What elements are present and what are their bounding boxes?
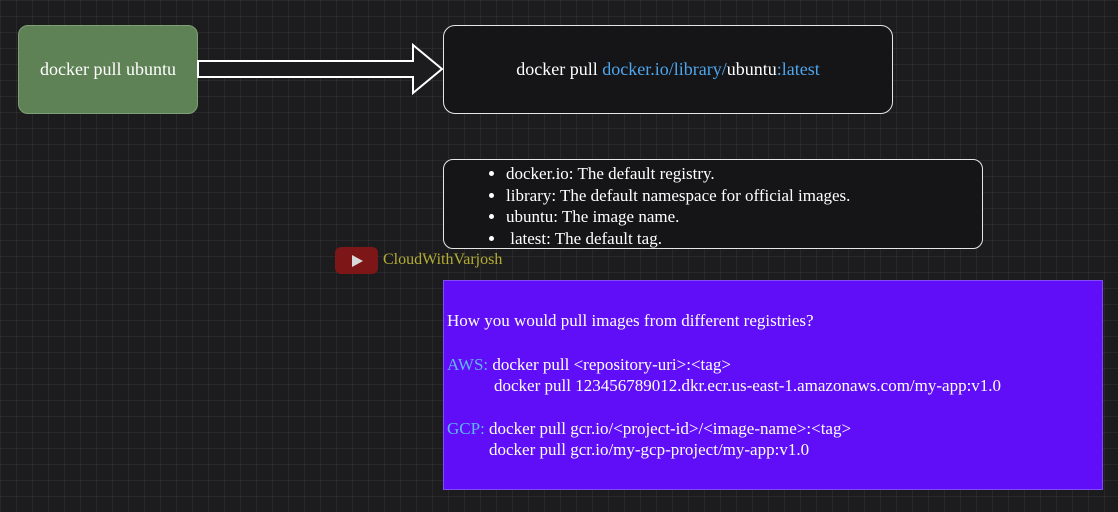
youtube-play-icon [335,247,378,274]
aws-example-command: docker pull 123456789012.dkr.ecr.us-east… [494,376,1002,395]
full-image-reference-box: docker pull docker.io/library/ubuntu:lat… [443,25,893,114]
command-prefix: docker pull [516,59,603,79]
gcp-label: GCP: [447,419,485,438]
channel-name: CloudWithVarjosh [383,251,503,268]
list-item: docker.io: The default registry. [506,163,982,185]
breakdown-list: docker.io: The default registry. library… [444,160,982,249]
registries-box: How you would pull images from different… [443,280,1103,490]
reference-breakdown-box: docker.io: The default registry. library… [443,159,983,249]
right-arrow-icon [197,42,444,96]
image-name: ubuntu [726,59,777,79]
short-command-text: docker pull ubuntu [40,59,176,79]
list-item: latest: The default tag. [506,228,982,250]
docker-pull-ubuntu-box: docker pull ubuntu [18,25,198,114]
registries-question: How you would pull images from different… [447,311,814,330]
aws-command-template: docker pull <repository-uri>:<tag> [488,355,731,374]
registry-namespace: docker.io/library/ [602,59,727,79]
gcp-command-template: docker pull gcr.io/<project-id>/<image-n… [484,419,852,438]
full-command-text: docker pull docker.io/library/ubuntu:lat… [516,59,819,80]
aws-label: AWS: [447,355,489,374]
gcp-example-command: docker pull gcr.io/my-gcp-project/my-app… [489,440,810,459]
image-tag: :latest [776,59,820,79]
play-triangle-icon [351,254,363,267]
list-item: library: The default namespace for offic… [506,185,982,207]
gcp-line-1: GCP: docker pull gcr.io/<project-id>/<im… [447,419,851,439]
list-item: ubuntu: The image name. [506,206,982,228]
aws-line-1: AWS: docker pull <repository-uri>:<tag> [447,355,731,375]
